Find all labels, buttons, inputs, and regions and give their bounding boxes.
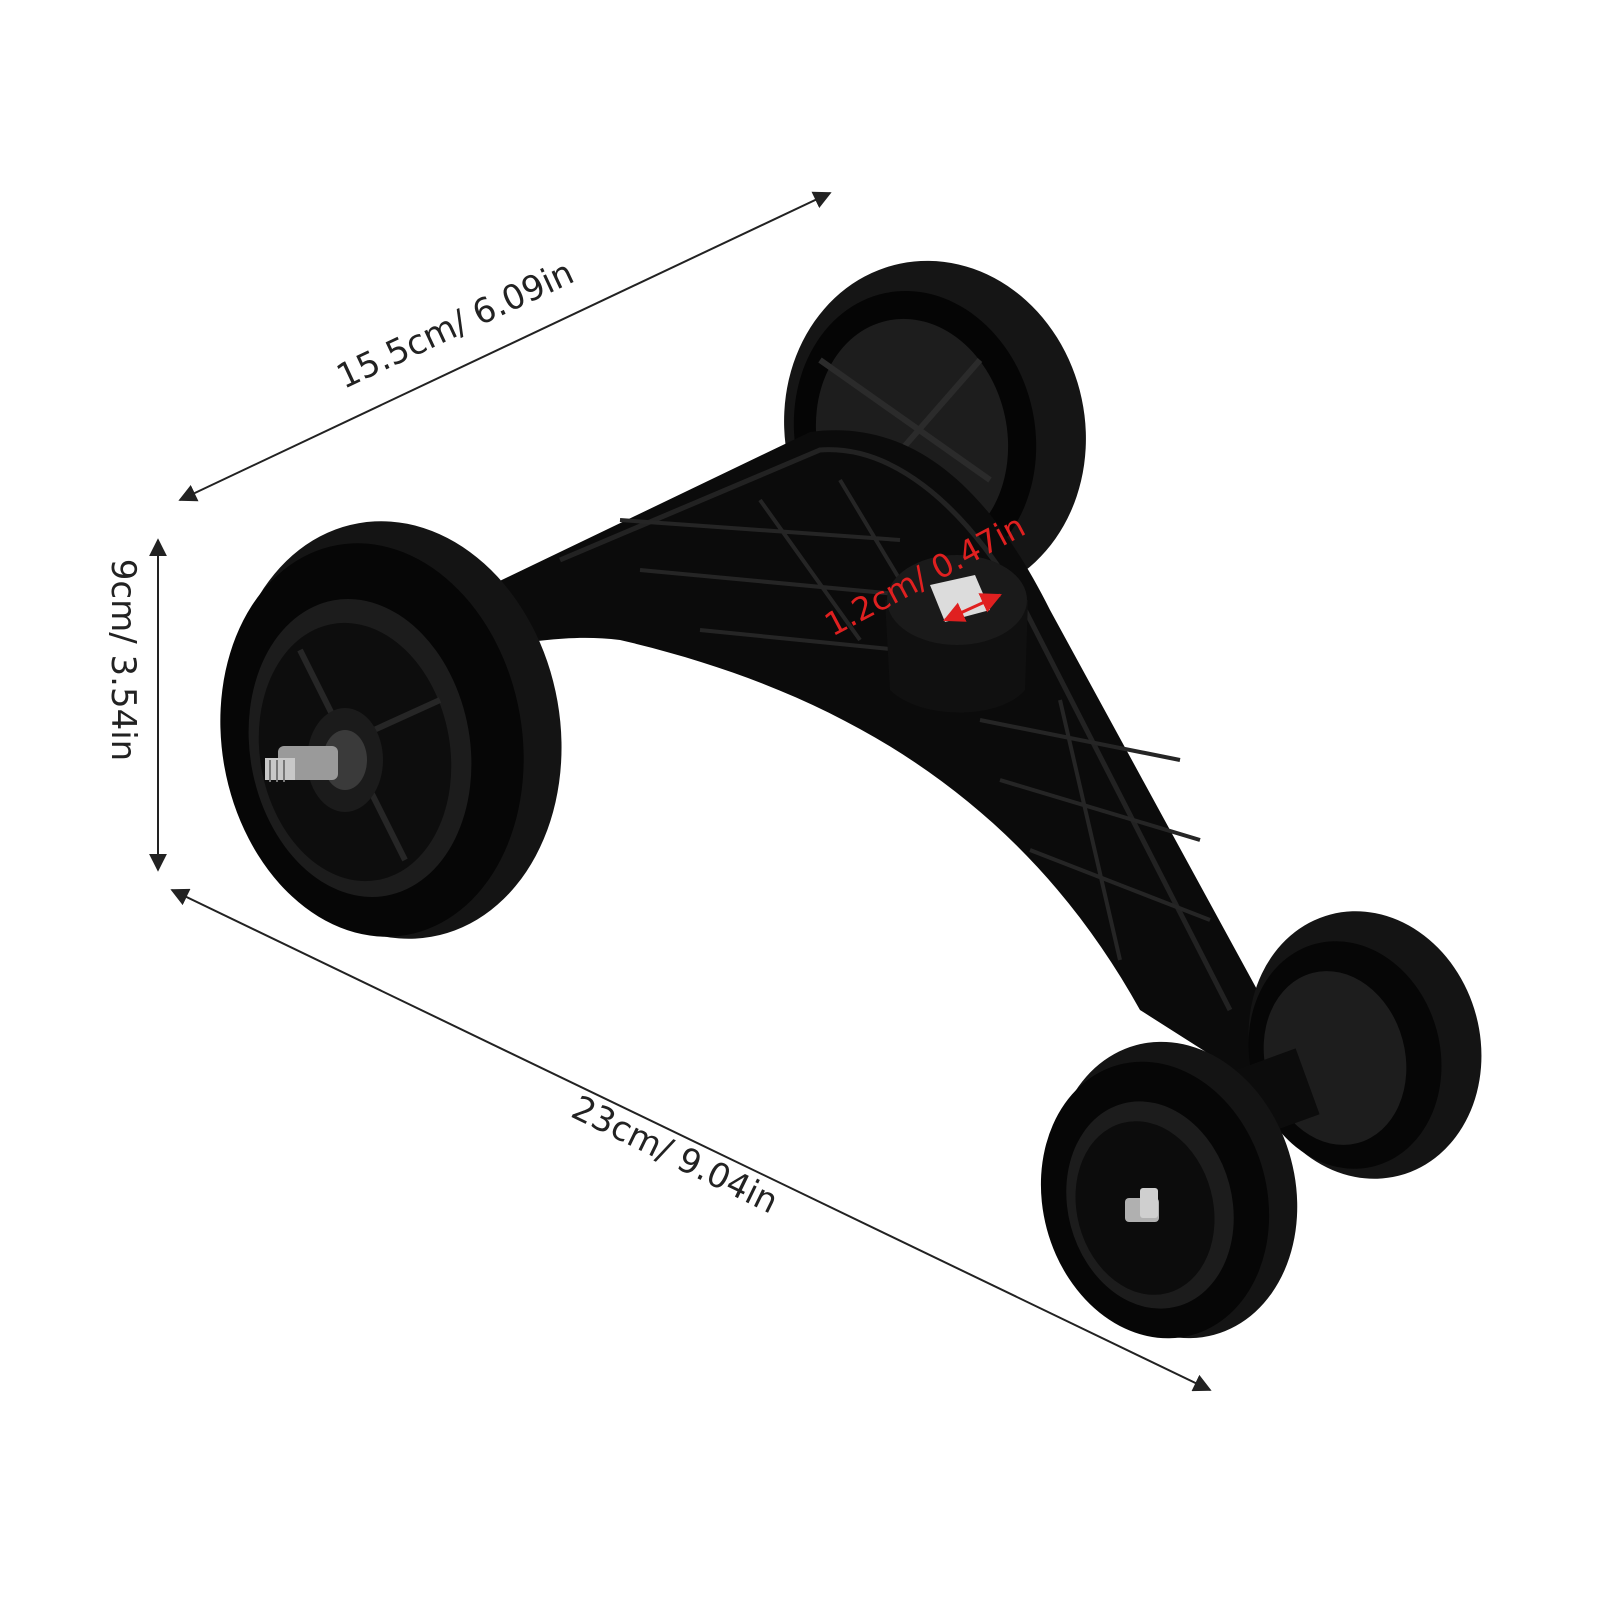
rear-inner-wheel	[1220, 911, 1482, 1179]
frame	[455, 430, 1290, 1080]
bottom-length-dimension-line	[170, 888, 1212, 1392]
hole-size-dimension-line	[943, 593, 1002, 622]
bottom-length-label: 23cm/ 9.04in	[565, 1088, 784, 1222]
top-length-label: 15.5cm/ 6.09in	[331, 253, 580, 398]
top-length-dimension-line	[178, 191, 832, 502]
front-left-wheel	[220, 521, 562, 939]
height-label: 9cm/ 3.54in	[103, 559, 143, 761]
